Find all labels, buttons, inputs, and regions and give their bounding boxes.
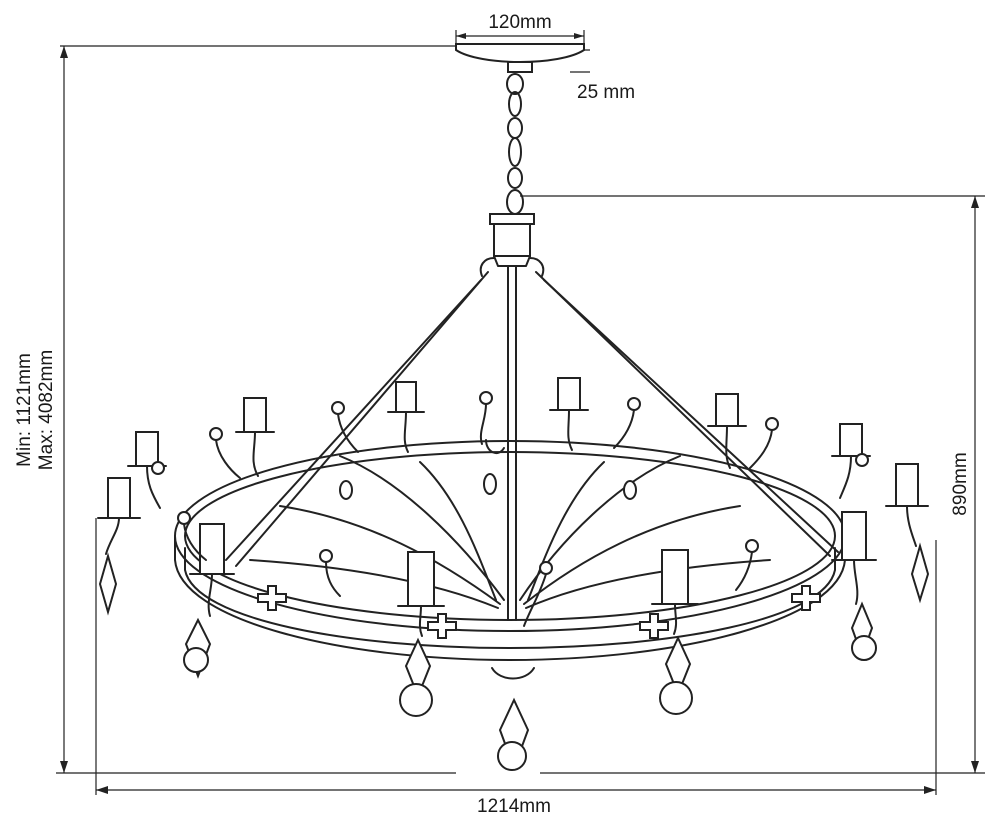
max-height-label: Max: 4082mm	[36, 350, 57, 470]
candle	[651, 549, 699, 635]
inner-arms	[249, 455, 771, 609]
front-finials	[151, 453, 869, 627]
body-height-label: 890mm	[950, 452, 971, 515]
candle	[707, 393, 747, 469]
ring-cross-ornaments	[257, 585, 821, 639]
candles-front-row	[97, 463, 929, 637]
candle	[831, 511, 877, 605]
crystal-drops	[98, 542, 930, 771]
candle	[189, 523, 235, 617]
hanging-chain	[506, 73, 524, 215]
ceiling-canopy	[455, 43, 585, 73]
back-finials	[209, 391, 779, 479]
candle	[549, 377, 589, 451]
candle	[397, 551, 445, 637]
candle	[387, 381, 425, 453]
candle	[235, 397, 275, 477]
candles-back-row	[127, 377, 871, 509]
dimension-lines	[56, 30, 985, 795]
min-height-label: Min: 1121mm	[14, 353, 35, 467]
canopy-width-label: 120mm	[488, 12, 551, 33]
hub-pendant	[339, 439, 637, 500]
central-hub	[479, 213, 545, 277]
overall-width-label: 1214mm	[477, 796, 551, 817]
canopy-height-label: 25 mm	[577, 82, 635, 103]
support-rods	[225, 265, 839, 621]
candle	[97, 477, 141, 555]
candle	[885, 463, 929, 547]
